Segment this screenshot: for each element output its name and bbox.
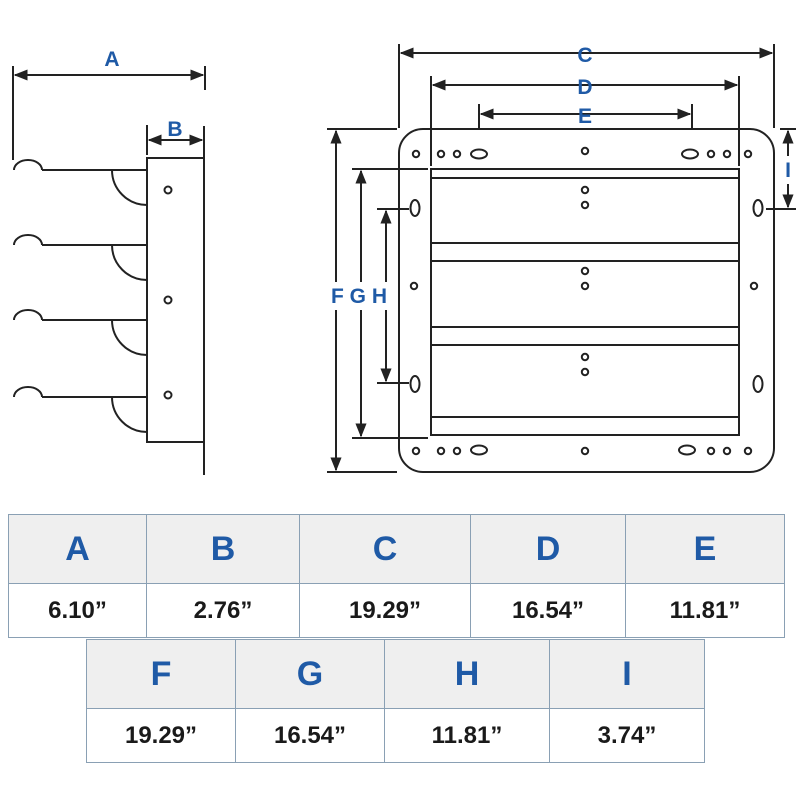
table-header-cell: A [8,514,147,584]
table-value-cell: 19.29” [299,583,471,638]
table-header-row: A B C D E [8,514,785,584]
table-value-cell: 11.81” [625,583,785,638]
louver-blade [13,309,148,356]
table-value-cell: 11.81” [384,708,550,763]
dimension-label-d: D [577,76,592,99]
dimension-label-e: E [578,105,592,128]
table-value-cell: 3.74” [549,708,705,763]
table-header-cell: H [384,639,550,709]
table-header-cell: C [299,514,471,584]
table-header-cell: I [549,639,705,709]
dimension-table-top: A B C D E 6.10” 2.76” 19.29” 16.54” 11.8… [8,514,785,638]
side-view [12,66,206,475]
table-header-cell: D [470,514,626,584]
table-header-cell: G [235,639,385,709]
dimension-label-c: C [577,44,592,67]
table-value-row: 6.10” 2.76” 19.29” 16.54” 11.81” [8,583,785,638]
table-value-cell: 6.10” [8,583,147,638]
table-header-cell: F [86,639,236,709]
dimension-table-bottom: F G H I 19.29” 16.54” 11.81” 3.74” [86,639,705,763]
table-value-cell: 2.76” [146,583,300,638]
table-header-row: F G H I [86,639,705,709]
dimension-diagram: A B [12,44,798,475]
dimension-label-a: A [104,48,119,71]
table-value-cell: 19.29” [86,708,236,763]
table-value-cell: 16.54” [235,708,385,763]
table-header-cell: B [146,514,300,584]
table-value-cell: 16.54” [470,583,626,638]
dimension-label-b: B [167,118,182,141]
front-view [327,44,796,473]
table-value-row: 19.29” 16.54” 11.81” 3.74” [86,708,705,763]
table-header-cell: E [625,514,785,584]
dimension-label-i: I [785,159,791,182]
louver-blade [13,159,148,206]
dimension-label-fgh: F G H [331,285,387,308]
louver-blade [13,386,148,433]
louver-blade [13,234,148,281]
